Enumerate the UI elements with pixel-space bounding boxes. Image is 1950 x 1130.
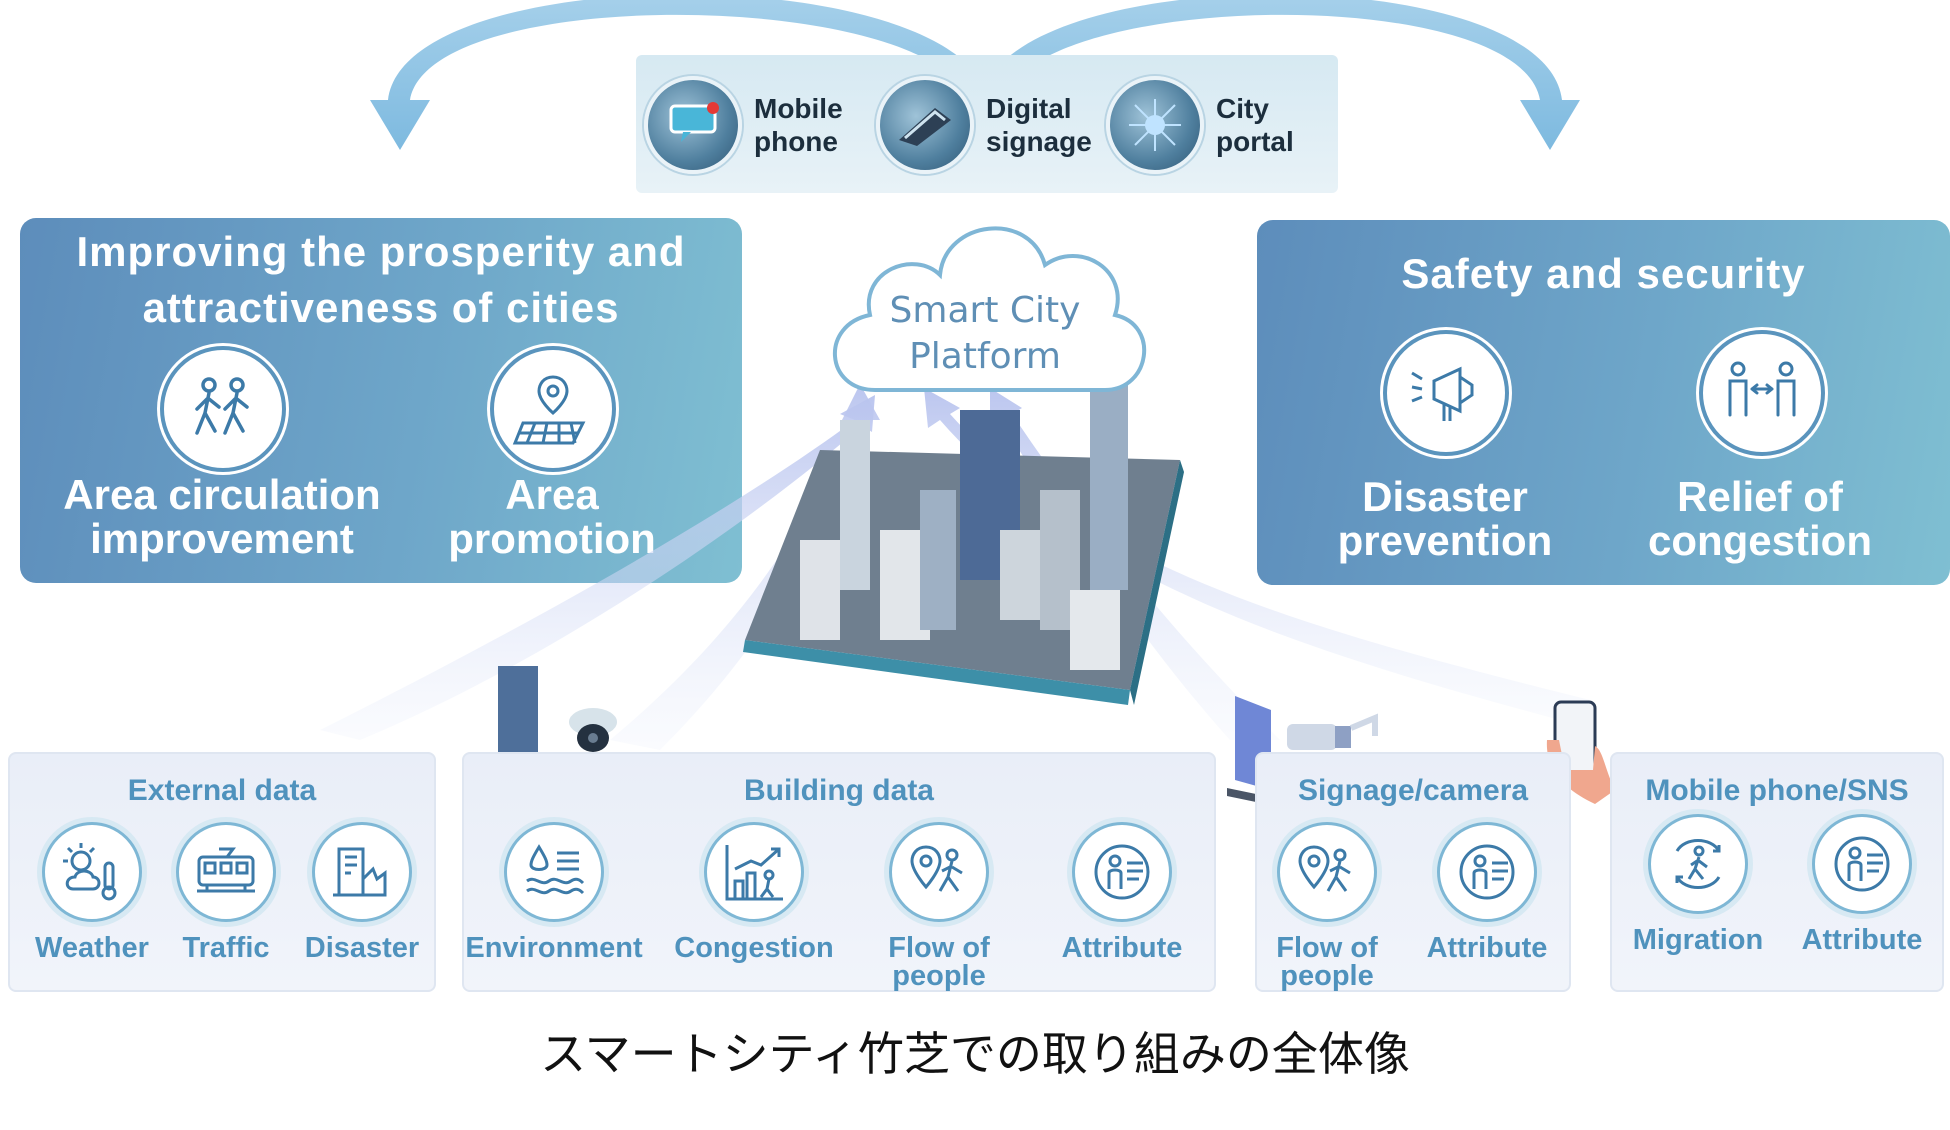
feature-label: Area circulation improvement — [63, 471, 381, 562]
building-data-box: Building data Environment Congestion Flo… — [462, 752, 1216, 992]
train-icon — [176, 822, 276, 922]
building-data-title: Building data — [744, 774, 934, 807]
megaphone-icon — [1383, 330, 1509, 456]
smart-city-platform-label: Smart City Platform — [889, 290, 1081, 377]
attribute-icon — [1812, 814, 1912, 914]
congestion-label: Congestion — [674, 932, 834, 964]
map-pin-icon — [490, 346, 616, 472]
flow-arrow — [924, 388, 1590, 720]
attribute-label: Attribute — [1426, 932, 1548, 964]
environment-label: Environment — [465, 932, 643, 964]
flow-of-people-label: Flow of people — [1276, 932, 1378, 992]
environment-item: Environment — [464, 822, 644, 964]
flow-of-people-icon — [1277, 822, 1377, 922]
city-portal-icon — [1106, 76, 1204, 174]
flow-of-people-icon — [889, 822, 989, 922]
signage-camera-title: Signage/camera — [1297, 774, 1529, 807]
signage-camera-box: Signage/camera Flow of people Attribute — [1255, 752, 1571, 992]
walking-people-icon — [160, 346, 286, 472]
feature-label: Relief of congestion — [1647, 473, 1872, 564]
attribute-item: Attribute — [1032, 822, 1212, 964]
mobile-phone-icon — [644, 76, 742, 174]
traffic-item: Traffic — [136, 822, 316, 964]
disaster-item: Disaster — [272, 822, 452, 964]
prosperity-panel: Improving the prosperity and attractiven… — [20, 218, 742, 583]
mobile-phone-sns-box: Mobile phone/SNS Migration Attribute — [1610, 752, 1944, 992]
channel-city-portal: City portal — [1106, 75, 1326, 175]
flow-of-people-item: Flow of people — [1237, 822, 1417, 992]
congestion-icon — [704, 822, 804, 922]
environment-icon — [504, 822, 604, 922]
weather-icon — [42, 822, 142, 922]
channel-mobile-phone: Mobile phone — [644, 75, 864, 175]
attribute-item: Attribute — [1397, 822, 1577, 964]
migration-label: Migration — [1632, 924, 1764, 956]
disaster-icon — [312, 822, 412, 922]
distancing-icon — [1699, 330, 1825, 456]
weather-label: Weather — [35, 932, 149, 964]
panel-title: Safety and security — [1401, 250, 1806, 297]
attribute-icon — [1072, 822, 1172, 922]
congestion-item: Congestion — [664, 822, 844, 964]
flow-of-people-label: Flow of people — [888, 932, 990, 992]
city-model-image — [743, 380, 1184, 705]
attribute-icon — [1437, 822, 1537, 922]
external-data-box: External data Weather Traffic Disaster — [8, 752, 436, 992]
external-data-title: External data — [127, 774, 317, 807]
feature-label: Area promotion — [448, 471, 656, 562]
channel-digital-signage: Digital signage — [876, 75, 1096, 175]
flow-of-people-item: Flow of people — [849, 822, 1029, 992]
attribute-item: Attribute — [1772, 814, 1950, 956]
migration-item: Migration — [1608, 814, 1788, 956]
migration-icon — [1648, 814, 1748, 914]
data-flow-arrows — [320, 380, 1590, 750]
channel-label: City portal — [1216, 93, 1294, 157]
channel-label: Digital signage — [986, 93, 1092, 157]
disaster-label: Disaster — [304, 932, 420, 964]
safety-panel: Safety and security Disaster prevention … — [1257, 220, 1950, 585]
digital-signage-icon — [876, 76, 974, 174]
figure-caption: スマートシティ竹芝での取り組みの全体像 — [540, 1027, 1410, 1081]
attribute-label: Attribute — [1801, 924, 1923, 956]
panel-title: Improving the prosperity and attractiven… — [76, 228, 686, 331]
attribute-label: Attribute — [1061, 932, 1183, 964]
cloud-shape — [832, 226, 1147, 392]
feature-label: Disaster prevention — [1337, 473, 1553, 564]
traffic-label: Traffic — [182, 932, 270, 964]
mobile-phone-sns-title: Mobile phone/SNS — [1645, 774, 1909, 807]
weather-item: Weather — [2, 822, 182, 964]
channel-label: Mobile phone — [754, 93, 843, 157]
output-channels: Mobile phone Digital signage City portal — [636, 55, 1338, 193]
flow-arrow — [320, 395, 875, 740]
